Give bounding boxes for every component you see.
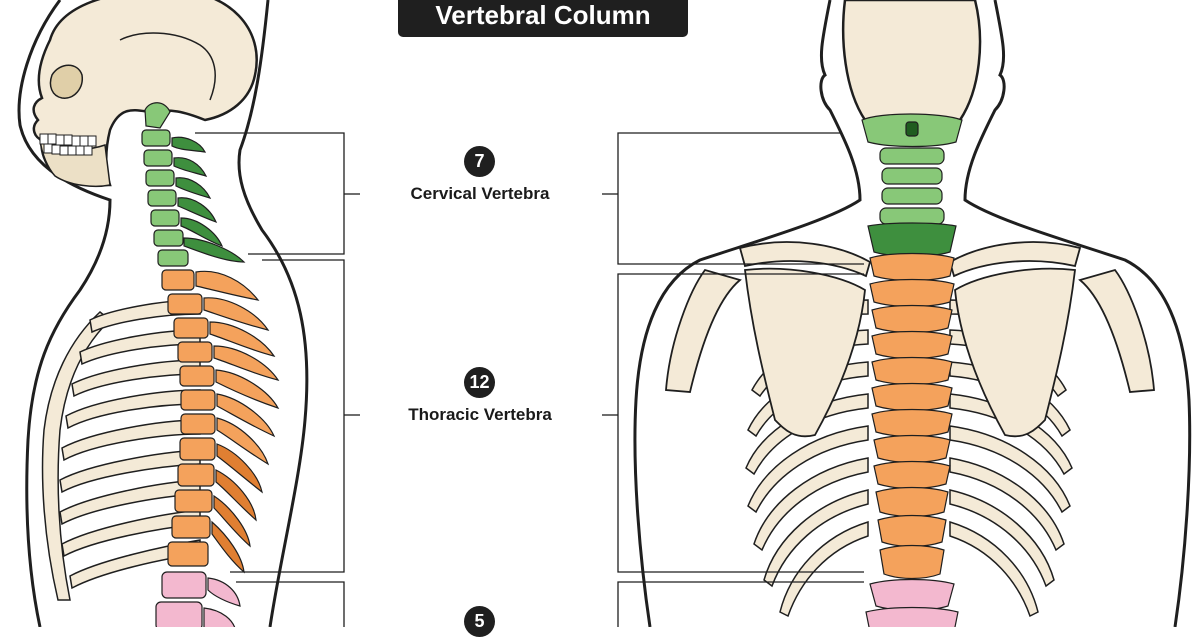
back-lumbar-vertebrae xyxy=(865,578,959,627)
side-back-outline xyxy=(237,0,309,627)
cervical-count-badge: 7 xyxy=(464,146,495,177)
skull-suture xyxy=(119,32,216,101)
thoracic-bracket-left xyxy=(230,259,345,573)
thoracic-bracket-right xyxy=(617,273,864,573)
right-scapula xyxy=(954,267,1076,438)
lumbar-bracket-right xyxy=(617,581,864,627)
side-thoracic-vertebrae xyxy=(161,269,280,574)
skull-back xyxy=(841,0,982,131)
back-view-figure xyxy=(633,0,1192,627)
label-brackets xyxy=(195,132,864,627)
back-cervical-vertebrae xyxy=(861,113,963,258)
side-body-outline xyxy=(17,0,112,627)
side-view-figure xyxy=(17,0,309,627)
back-body-outline-right xyxy=(963,0,1192,627)
cervical-label: Cervical Vertebra xyxy=(410,184,550,203)
cervical-bracket-left xyxy=(195,132,345,255)
shoulder-bones xyxy=(665,241,1155,393)
eye-socket xyxy=(49,64,83,99)
side-lumbar-vertebrae xyxy=(155,571,241,627)
teeth xyxy=(39,133,97,156)
side-cervical-vertebrae xyxy=(141,102,246,267)
back-body-outline xyxy=(633,0,862,627)
back-thoracic-vertebrae xyxy=(869,252,955,580)
lumbar-count-badge: 5 xyxy=(464,606,495,637)
cervical-bracket-right xyxy=(617,132,864,265)
left-scapula xyxy=(744,267,866,438)
thoracic-count-badge: 12 xyxy=(464,367,495,398)
thoracic-label: Thoracic Vertebra xyxy=(408,405,552,424)
diagram-title: Vertebral Column xyxy=(398,0,688,37)
lumbar-bracket-left xyxy=(236,581,345,627)
